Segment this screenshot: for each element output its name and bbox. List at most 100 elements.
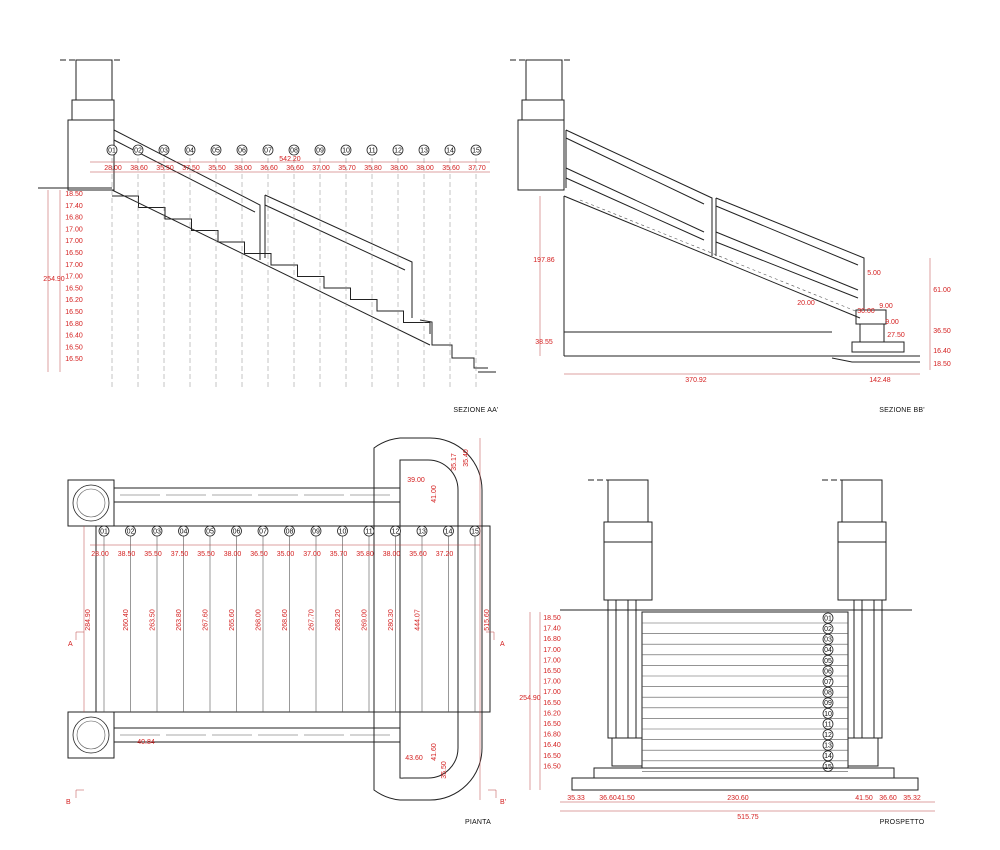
elev-bottom-dim-2: 36.60 <box>599 795 617 802</box>
plan-step-width-10: 269.00 <box>362 609 369 631</box>
plan-step-marker-06-circle <box>231 525 242 537</box>
elev-step-marker-02-circle <box>822 623 834 634</box>
step-marker-02-circle <box>132 144 144 156</box>
tread-dim-2: 38.60 <box>130 165 148 172</box>
tread-dim-7: 36.60 <box>260 165 278 172</box>
plan-step-marker-05-circle <box>204 525 216 537</box>
elev-bottom-dim-1: 35.33 <box>567 795 585 802</box>
step-marker-08-label: 08 <box>290 147 298 154</box>
plan-tread-dim-1: 28.00 <box>91 551 109 558</box>
step-marker-14-circle <box>444 144 456 156</box>
plan-step-width-5: 265.60 <box>229 609 236 631</box>
plan-step-width-1: 260.40 <box>123 609 130 631</box>
plan-step-marker-02-circle <box>125 525 136 537</box>
plan-tread-dim-7: 36.50 <box>250 551 268 558</box>
elev-step-marker-11-label: 11 <box>824 721 831 728</box>
elev-step-marker-13-label: 13 <box>824 743 832 750</box>
bb-base-right-3: 18.50 <box>933 361 951 368</box>
elev-riser-dim-2: 17.40 <box>543 626 561 633</box>
plan-step-width-11: 280.30 <box>388 609 395 631</box>
elev-step-marker-11-circle <box>822 718 834 730</box>
step-marker-06-label: 06 <box>238 147 246 154</box>
bb-rail-height: 61.00 <box>933 287 951 294</box>
elev-bottom-dim-5: 41.50 <box>855 795 873 802</box>
plan-tread-dim-12: 38.00 <box>383 551 401 558</box>
step-marker-09-label: 09 <box>316 147 324 154</box>
plan-step-marker-13-label: 13 <box>418 528 426 535</box>
plan-step-marker-03-label: 03 <box>153 528 161 535</box>
stair-profile <box>112 195 431 334</box>
plan-step-marker-02-label: 02 <box>127 528 135 535</box>
bb-height-left: 197.86 <box>533 257 555 264</box>
plan-tread-dim-11: 35.80 <box>356 551 374 558</box>
column-shaft <box>75 59 113 101</box>
elev-step-marker-07-label: 07 <box>824 679 832 686</box>
elev-step-marker-03-label: 03 <box>824 637 832 644</box>
step-marker-13-circle <box>418 144 430 156</box>
tread-dim-11: 35.80 <box>364 165 382 172</box>
step-marker-06-circle <box>236 144 248 156</box>
elev-step-marker-05-circle <box>822 655 834 666</box>
plan-tread-dim-6: 38.00 <box>224 551 242 558</box>
plan-step-marker-04-circle <box>178 525 189 537</box>
elev-step-marker-14-circle <box>822 750 834 762</box>
tread-dim-8: 36.60 <box>286 165 304 172</box>
elev-step-marker-01-label: 01 <box>824 615 832 622</box>
section-aa-tread-axes <box>111 158 477 388</box>
plan-tread-dim-10: 35.70 <box>330 551 348 558</box>
plan-step-width-6: 268.00 <box>256 609 263 631</box>
step-marker-12-label: 12 <box>394 147 402 154</box>
elevation-riser-dims: 18.5017.4016.8017.0017.0016.5017.0017.00… <box>543 615 561 770</box>
bb-label-30: 30.00 <box>857 308 875 315</box>
plan-step-marker-13-circle <box>416 525 428 537</box>
elev-step-marker-09-circle <box>822 697 834 709</box>
section-mark-b-left: B <box>66 799 71 806</box>
elev-step-marker-05-label: 05 <box>824 658 832 665</box>
bb-label-9b: 9.00 <box>885 319 899 326</box>
elev-riser-dim-15: 16.50 <box>543 763 561 770</box>
plan-landing-dim-2: 41.00 <box>431 485 438 503</box>
elev-step-marker-13-circle <box>822 739 834 751</box>
step-marker-05-circle <box>210 144 222 156</box>
elev-riser-dim-7: 17.00 <box>543 679 561 686</box>
elev-total-width: 515.75 <box>737 814 759 821</box>
riser-dim-8: 17.00 <box>65 274 83 281</box>
elev-step-marker-02-label: 02 <box>824 626 832 633</box>
plan-step-marker-07-label: 07 <box>259 528 267 535</box>
riser-dim-4: 17.00 <box>65 226 83 233</box>
step-marker-08-circle <box>288 144 300 156</box>
section-bb-view: 197.86 38.55 370.92 142.48 5.00 61.00 36… <box>510 59 951 414</box>
plan-step-marker-01-circle <box>98 525 110 537</box>
elev-step-marker-15-circle <box>822 761 834 772</box>
elev-bottom-dim-7: 35.32 <box>903 795 921 802</box>
bb-base-right-2: 16.40 <box>933 348 951 355</box>
tread-dim-14: 35.60 <box>442 165 460 172</box>
elev-step-marker-01-circle <box>822 612 834 624</box>
riser-dim-6: 16.50 <box>65 250 83 257</box>
elev-step-marker-06-circle <box>822 665 834 677</box>
bb-label-20: 20.00 <box>797 300 815 307</box>
step-marker-02-label: 02 <box>134 147 142 154</box>
plan-tread-lines <box>103 526 476 712</box>
step-marker-03-label: 03 <box>160 147 168 154</box>
aa-total-rise: 254.90 <box>43 276 65 283</box>
plan-step-marker-08-label: 08 <box>286 528 294 535</box>
elev-step-marker-04-circle <box>822 644 834 656</box>
step-marker-07-label: 07 <box>264 147 272 154</box>
step-marker-13-label: 13 <box>420 147 428 154</box>
title-section-aa: SEZIONE AA' <box>453 407 498 414</box>
plan-step-marker-14-label: 14 <box>445 528 453 535</box>
plan-overall-width: 284.90 <box>85 609 92 631</box>
elev-riser-dim-8: 17.00 <box>543 689 561 696</box>
plan-step-marker-11-circle <box>363 525 375 537</box>
plan-tread-dim-13: 35.60 <box>409 551 427 558</box>
section-mark-a-right: A <box>500 641 505 648</box>
plan-step-width-12: 444.07 <box>415 609 422 631</box>
elev-bottom-dim-3: 41.50 <box>617 795 635 802</box>
plan-step-marker-12-label: 12 <box>392 528 400 535</box>
riser-dim-2: 17.40 <box>65 203 83 210</box>
tread-dim-4: 37.50 <box>182 165 200 172</box>
